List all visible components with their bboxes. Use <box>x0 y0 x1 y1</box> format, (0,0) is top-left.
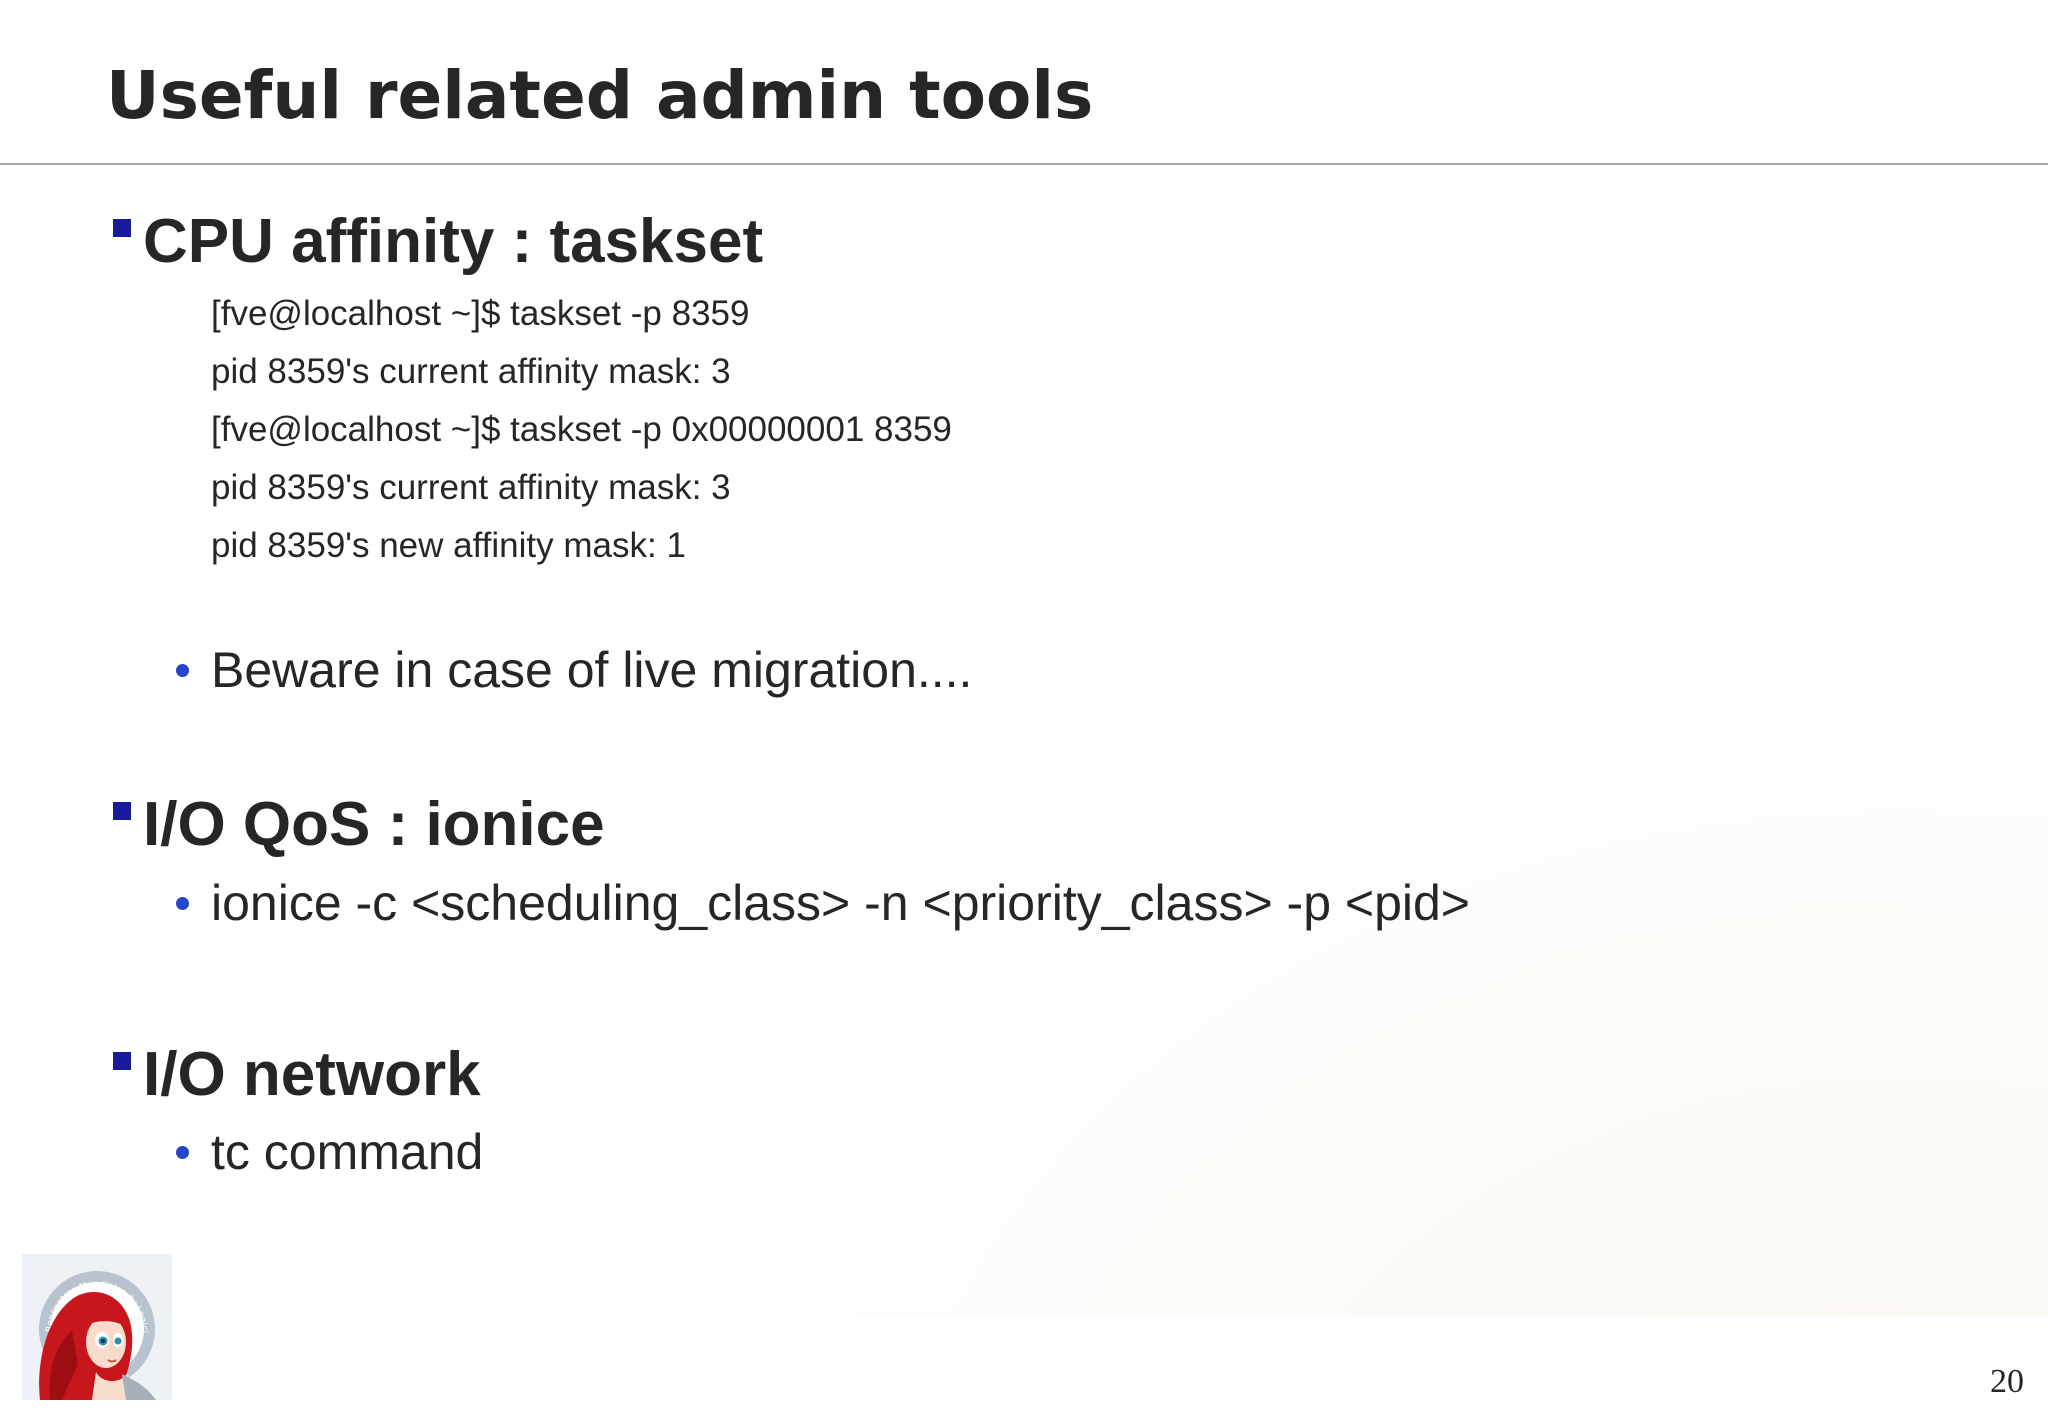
list-item-text: ionice -c <scheduling_class> -n <priorit… <box>211 875 1471 931</box>
code-line: [fve@localhost ~]$ taskset -p 0x00000001… <box>211 410 952 449</box>
rmll-logo: Rencontres Mondiales du Logiciel Libre <box>19 1247 172 1400</box>
dot-bullet-icon <box>176 664 189 677</box>
dot-bullet-icon <box>176 1146 189 1159</box>
title-divider <box>0 163 2048 165</box>
code-line: pid 8359's current affinity mask: 3 <box>211 352 731 391</box>
dot-bullet-icon <box>176 897 189 910</box>
square-bullet-icon <box>113 219 131 237</box>
square-bullet-icon <box>113 802 131 820</box>
slide-title: Useful related admin tools <box>106 57 1094 134</box>
list-item-text: Beware in case of live migration.... <box>211 642 973 698</box>
code-line: pid 8359's new affinity mask: 1 <box>211 526 686 565</box>
list-item-text: tc command <box>211 1124 484 1180</box>
section-title: CPU affinity : taskset <box>143 207 764 276</box>
rmll-mascot-logo-icon: Rencontres Mondiales du Logiciel Libre <box>19 1247 172 1400</box>
square-bullet-icon <box>113 1052 131 1070</box>
page-number: 20 <box>1990 1363 2024 1400</box>
background-wash <box>0 166 2048 1316</box>
code-line: [fve@localhost ~]$ taskset -p 8359 <box>211 294 750 333</box>
section-title: I/O network <box>143 1040 481 1109</box>
section-title: I/O QoS : ionice <box>143 790 605 859</box>
code-line: pid 8359's current affinity mask: 3 <box>211 468 731 507</box>
